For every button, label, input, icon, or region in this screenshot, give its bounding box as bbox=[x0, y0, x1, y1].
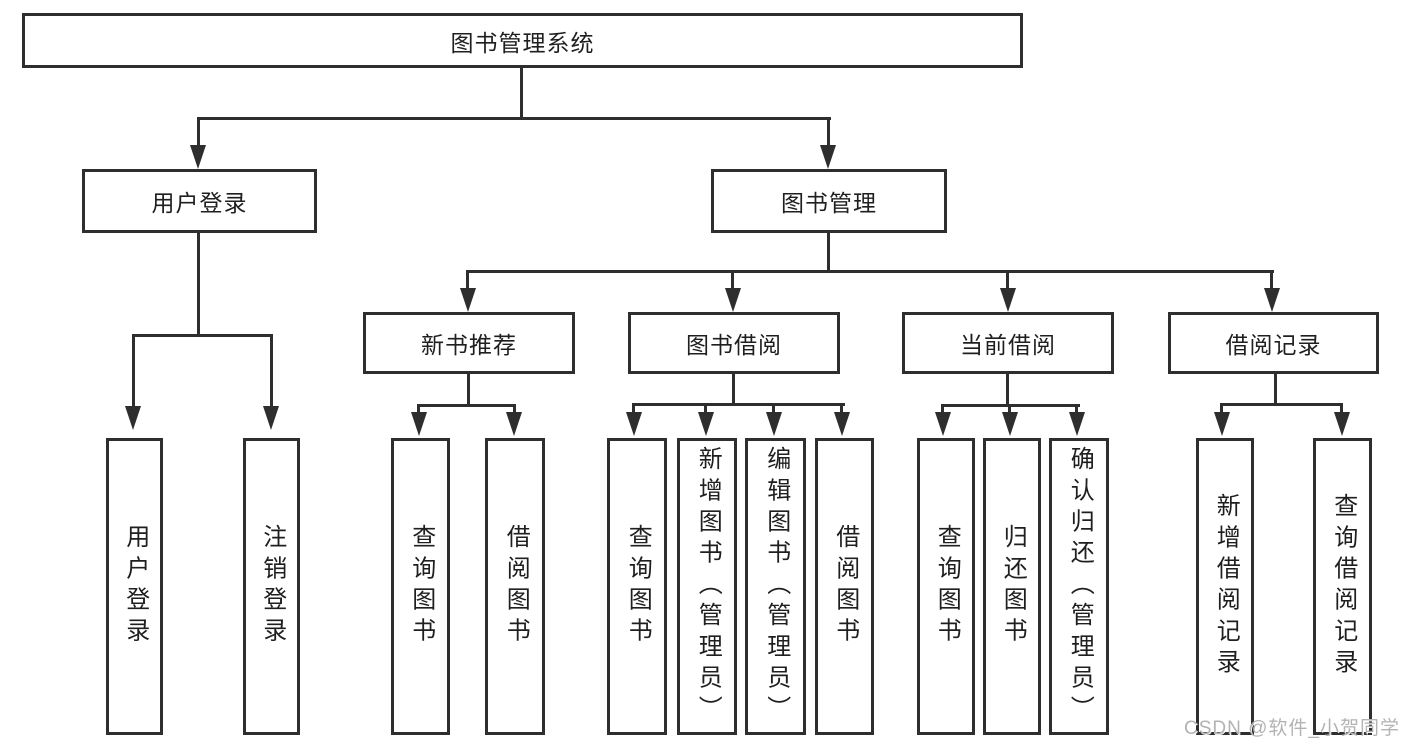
node-current-borrow: 当前借阅 bbox=[902, 312, 1114, 374]
connector-br-bus bbox=[1220, 403, 1343, 406]
leaf-cb-return-books: 归还图书 bbox=[983, 438, 1041, 735]
arrowhead-book-management bbox=[820, 145, 836, 169]
leaf-cb-query-books: 查询图书 bbox=[917, 438, 975, 735]
connector-bb-stem bbox=[732, 374, 735, 405]
leaf-bb-add-books-admin: 新增图书（管理员） bbox=[677, 438, 737, 735]
arrowhead-current-borrow bbox=[1000, 288, 1016, 312]
arrowhead-nbr-borrow bbox=[506, 412, 522, 436]
connector-level2-bus bbox=[197, 117, 831, 120]
connector-cb-stem bbox=[1006, 374, 1009, 406]
arrowhead-cb-query bbox=[935, 412, 951, 436]
leaf-logout: 注销登录 bbox=[243, 438, 300, 735]
arrowhead-bb-borrow bbox=[834, 412, 850, 436]
connector-user-login-bus bbox=[132, 334, 273, 337]
arrowhead-new-book-recommend bbox=[460, 288, 476, 312]
connector-nbr-bus bbox=[417, 404, 516, 407]
arrowhead-br-query bbox=[1334, 412, 1350, 436]
arrowhead-cb-return bbox=[1002, 412, 1018, 436]
leaf-br-new-record: 新增借阅记录 bbox=[1196, 438, 1254, 735]
arrowhead-login-leaf bbox=[125, 406, 141, 430]
leaf-cb-confirm-return-admin: 确认归还（管理员） bbox=[1049, 438, 1109, 735]
leaf-bb-borrow-books: 借阅图书 bbox=[815, 438, 874, 735]
connector-to-cb-confirm bbox=[1075, 406, 1078, 412]
connector-cb-bus bbox=[941, 404, 1080, 407]
arrowhead-bb-query bbox=[626, 412, 642, 436]
connector-to-bb-borrow bbox=[840, 405, 843, 412]
connector-user-login-stem bbox=[197, 233, 200, 336]
arrowhead-book-borrow bbox=[725, 288, 741, 312]
connector-to-book-borrow bbox=[731, 272, 734, 288]
connector-to-cb-query bbox=[941, 406, 944, 412]
arrowhead-br-new bbox=[1214, 412, 1230, 436]
arrowhead-bb-add bbox=[698, 412, 714, 436]
leaf-user-login: 用户登录 bbox=[106, 438, 163, 735]
node-root: 图书管理系统 bbox=[22, 13, 1023, 68]
arrowhead-bb-edit bbox=[766, 412, 782, 436]
connector-to-new-book-recommend bbox=[466, 272, 469, 288]
arrowhead-cb-confirm bbox=[1069, 412, 1085, 436]
leaf-nbr-query-books: 查询图书 bbox=[391, 438, 450, 735]
connector-to-book-management bbox=[827, 119, 830, 146]
connector-to-login-leaf bbox=[132, 336, 135, 407]
node-book-management: 图书管理 bbox=[711, 169, 947, 233]
node-borrow-records: 借阅记录 bbox=[1168, 312, 1379, 374]
arrowhead-borrow-records bbox=[1264, 288, 1280, 312]
watermark: CSDN @软件_小贺同学 bbox=[1184, 718, 1400, 739]
leaf-bb-query-books: 查询图书 bbox=[607, 438, 667, 735]
connector-to-current-borrow bbox=[1006, 272, 1009, 288]
arrowhead-nbr-query bbox=[411, 412, 427, 436]
connector-to-nbr-query bbox=[417, 406, 420, 412]
connector-br-stem bbox=[1274, 374, 1277, 405]
node-user-login: 用户登录 bbox=[82, 169, 317, 233]
connector-to-br-new bbox=[1220, 405, 1223, 412]
connector-level3-bus bbox=[466, 270, 1274, 273]
arrowhead-user-login bbox=[190, 145, 206, 169]
connector-root-stem bbox=[520, 68, 523, 119]
leaf-nbr-borrow-books: 借阅图书 bbox=[485, 438, 545, 735]
connector-to-bb-query bbox=[632, 405, 635, 412]
node-book-borrow: 图书借阅 bbox=[628, 312, 840, 374]
connector-to-br-query bbox=[1340, 405, 1343, 412]
connector-to-nbr-borrow bbox=[513, 406, 516, 412]
connector-to-logout-leaf bbox=[270, 336, 273, 407]
connector-to-bb-edit bbox=[772, 405, 775, 412]
node-new-book-recommend: 新书推荐 bbox=[363, 312, 575, 374]
connector-bb-bus bbox=[632, 403, 845, 406]
connector-nbr-stem bbox=[467, 374, 470, 406]
arrowhead-logout-leaf bbox=[263, 406, 279, 430]
connector-to-bb-add bbox=[704, 405, 707, 412]
connector-to-cb-return bbox=[1008, 406, 1011, 412]
connector-book-management-stem bbox=[827, 233, 830, 272]
leaf-bb-edit-books-admin: 编辑图书（管理员） bbox=[745, 438, 806, 735]
connector-to-borrow-records bbox=[1270, 272, 1273, 288]
leaf-br-query-record: 查询借阅记录 bbox=[1313, 438, 1372, 735]
connector-to-user-login bbox=[197, 119, 200, 146]
